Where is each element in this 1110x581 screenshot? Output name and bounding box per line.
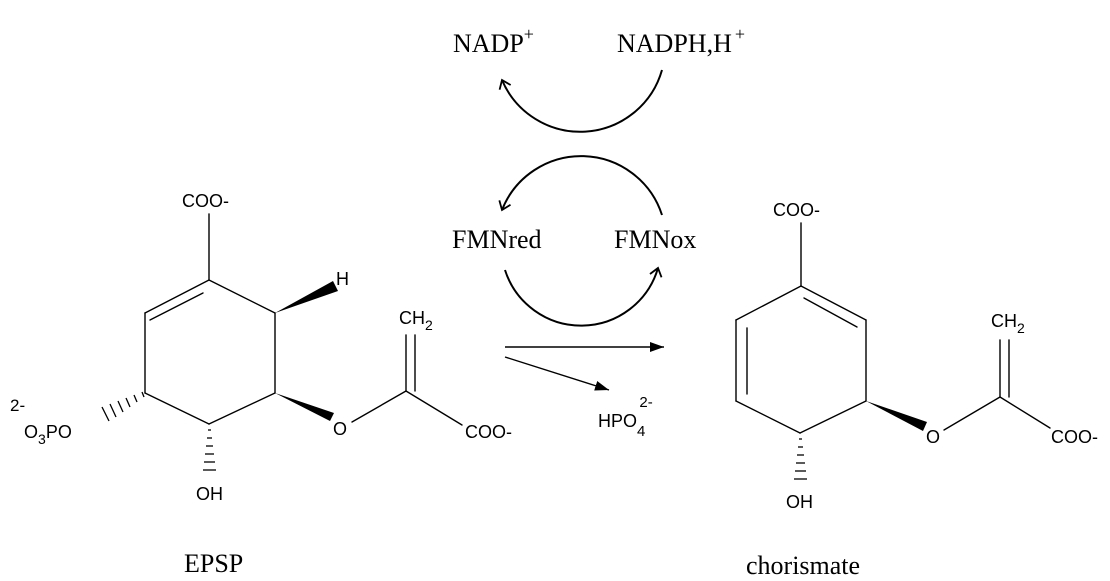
epsp-hydroxyl-label: OH [196, 484, 223, 504]
epsp-name: EPSP [184, 549, 243, 578]
chorismate-structure: COO- O CH2 COO- OH chorismate [735, 200, 1098, 580]
epsp-h-wedge [275, 281, 338, 313]
chorismate-o-wedge [866, 401, 927, 431]
epsp-ether-o-label: O [333, 419, 347, 439]
chorismate-name: chorismate [746, 551, 860, 580]
chorismate-hydroxyl-hash-bond [794, 438, 807, 480]
nadph-label: NADPH,H+ [617, 24, 745, 58]
fmnred-to-fmnox-arc [504, 266, 663, 327]
epsp-side-carboxylate-label: COO- [465, 422, 512, 442]
epsp-phosphate-hash-bond [101, 391, 145, 422]
byproduct-arrow [504, 356, 610, 391]
epsp-h-label: H [336, 269, 349, 289]
epsp-hydroxyl-hash-bond [203, 429, 216, 471]
epsp-structure: COO- H O CH2 COO- 2- O3PO [10, 191, 512, 578]
hpo4-label: HPO42- [598, 394, 653, 440]
reaction-arrows: HPO42- [504, 342, 664, 440]
epsp-o-wedge [275, 393, 334, 421]
chorismate-carboxylate-label: COO- [773, 200, 820, 220]
epsp-carboxylate-label: COO- [182, 191, 229, 211]
chorismate-side-carboxylate-label: COO- [1051, 427, 1098, 447]
nadph-to-nadp-arc [498, 69, 663, 133]
chorismate-hydroxyl-label: OH [786, 492, 813, 512]
fmnox-label: FMNox [614, 225, 696, 254]
fmnox-to-fmnred-arc [498, 155, 663, 216]
chorismate-ch2-label: CH2 [991, 311, 1025, 336]
chorismate-ether-o-label: O [926, 427, 940, 447]
epsp-phosphate-label: O3PO [24, 422, 72, 447]
fmnred-label: FMNred [452, 225, 542, 254]
epsp-phosphate-charge: 2- [10, 396, 25, 415]
nadp-label: NADP+ [453, 24, 534, 58]
cofactor-cycle: NADP+ NADPH,H+ FMNred FMNox [452, 24, 745, 327]
epsp-ch2-label: CH2 [399, 308, 433, 333]
